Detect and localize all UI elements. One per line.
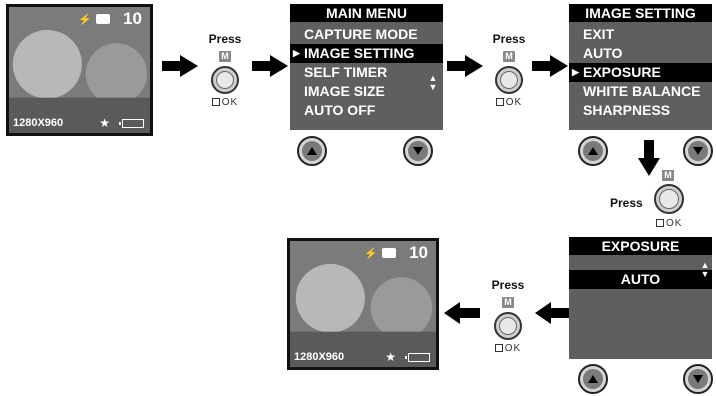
press-ok-group-1: Press M OK: [200, 32, 250, 108]
ok-button[interactable]: [654, 184, 684, 214]
arrow-right-icon: [162, 55, 198, 77]
ok-label: OK: [200, 97, 250, 108]
press-ok-group-4: Press M OK: [483, 278, 533, 354]
ok-label: OK: [483, 343, 533, 354]
exposure-title: EXPOSURE: [569, 237, 712, 255]
press-label: Press: [610, 196, 643, 210]
preview-screen-top: ⚡ 10 1280X960 ★: [6, 4, 153, 136]
camera-icon: [382, 248, 396, 258]
star-icon: ★: [385, 350, 396, 364]
up-button[interactable]: [578, 136, 608, 166]
up-arrow-icon: [588, 375, 598, 383]
arrow-right-icon: [252, 55, 288, 77]
m-key-icon: M: [662, 170, 674, 181]
camera-icon: [96, 14, 110, 24]
press-label: Press: [208, 32, 242, 46]
menu-item-capture-mode[interactable]: CAPTURE MODE: [304, 26, 418, 42]
scroll-indicator-icon: ▲▼: [700, 260, 710, 279]
menu-item-auto-off[interactable]: AUTO OFF: [304, 102, 376, 118]
down-button[interactable]: [683, 136, 713, 166]
ok-button[interactable]: [495, 66, 523, 94]
m-key-icon: M: [219, 51, 231, 62]
up-arrow-icon: [588, 147, 598, 155]
battery-icon: [119, 119, 144, 128]
shots-remaining: 10: [409, 243, 428, 262]
m-key-icon: M: [503, 51, 515, 62]
status-icons: ⚡: [78, 13, 110, 26]
menu-item-auto[interactable]: AUTO: [583, 45, 623, 61]
scroll-indicator-icon: ▲▼: [428, 73, 438, 92]
battery-icon: [405, 353, 430, 362]
menu-item-exit[interactable]: EXIT: [583, 26, 615, 42]
arrow-left-icon: [444, 302, 480, 324]
arrow-right-icon: [532, 55, 568, 77]
ok-button[interactable]: [494, 312, 522, 340]
main-menu-title: MAIN MENU: [290, 4, 443, 22]
flash-auto-icon: ⚡: [78, 14, 92, 26]
image-setting-title: IMAGE SETTING: [569, 4, 712, 22]
cursor-icon: ▶: [572, 67, 579, 77]
resolution-label: 1280X960: [13, 117, 64, 129]
down-button[interactable]: [683, 364, 713, 394]
flash-auto-icon: ⚡: [364, 248, 378, 260]
press-ok-group-2: Press M OK: [484, 32, 534, 108]
menu-item-image-size[interactable]: IMAGE SIZE: [304, 83, 385, 99]
press-label: Press: [491, 278, 525, 292]
up-arrow-icon: [307, 147, 317, 155]
arrow-left-icon: [535, 302, 569, 324]
exposure-screen: EXPOSURE AUTO ▲▼: [569, 237, 712, 359]
star-icon: ★: [99, 116, 110, 130]
main-menu-screen: MAIN MENU CAPTURE MODE ▶IMAGE SETTING SE…: [290, 4, 443, 130]
m-key-icon: M: [502, 297, 514, 308]
ok-label: OK: [484, 97, 534, 108]
preview-photo: [9, 7, 150, 133]
cursor-icon: ▶: [293, 48, 300, 58]
menu-item-exposure-auto[interactable]: AUTO: [569, 270, 712, 289]
preview-screen-bottom: ⚡ 10 1280X960 ★: [287, 238, 439, 370]
resolution-label: 1280X960: [294, 351, 345, 363]
down-button[interactable]: [403, 136, 433, 166]
arrow-right-icon: [447, 55, 483, 77]
menu-item-white-balance[interactable]: WHITE BALANCE: [583, 83, 701, 99]
menu-item-sharpness[interactable]: SHARPNESS: [583, 102, 671, 118]
menu-item-image-setting[interactable]: ▶IMAGE SETTING: [290, 44, 443, 63]
shots-remaining: 10: [123, 9, 142, 28]
arrow-down-icon: [638, 140, 660, 176]
ok-label: OK: [656, 218, 682, 229]
status-icons: ⚡: [364, 247, 396, 260]
preview-photo: [290, 241, 436, 367]
up-button[interactable]: [297, 136, 327, 166]
menu-item-self-timer[interactable]: SELF TIMER: [304, 64, 388, 80]
press-ok-group-3: M Press OK: [610, 168, 700, 234]
down-arrow-icon: [693, 375, 703, 383]
press-label: Press: [492, 32, 526, 46]
down-arrow-icon: [413, 147, 423, 155]
menu-item-exposure[interactable]: ▶EXPOSURE: [569, 63, 712, 82]
down-arrow-icon: [693, 147, 703, 155]
image-setting-screen: IMAGE SETTING EXIT AUTO ▶EXPOSURE WHITE …: [569, 4, 712, 130]
ok-button[interactable]: [211, 66, 239, 94]
up-button[interactable]: [578, 364, 608, 394]
